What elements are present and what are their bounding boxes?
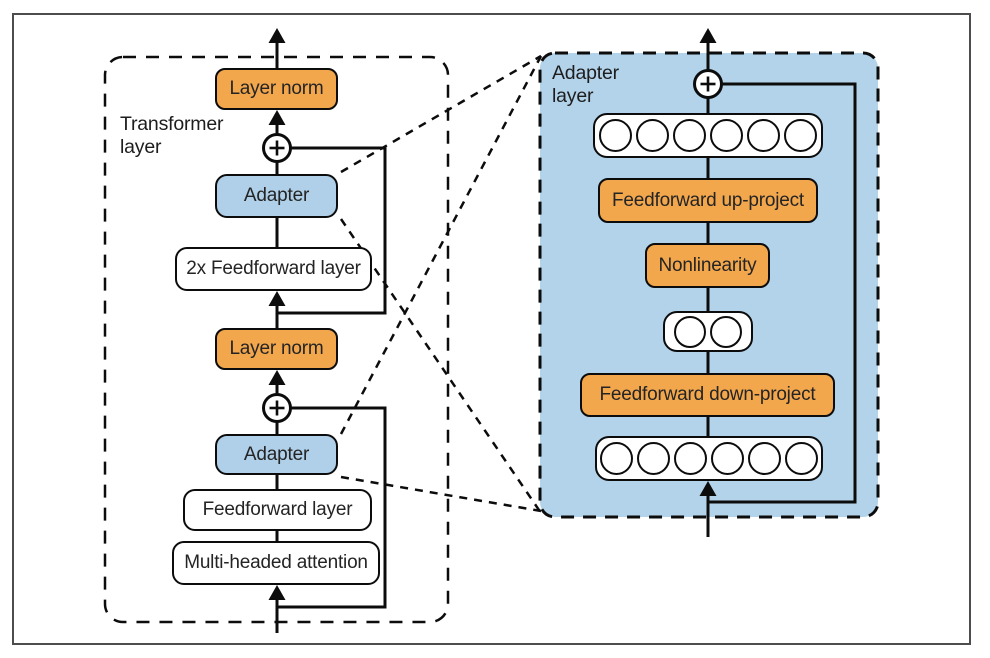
unit-circle xyxy=(674,442,707,475)
unit-circle xyxy=(711,442,744,475)
arrow-into-layer-norm-bottom xyxy=(268,370,286,385)
unit-circle xyxy=(710,119,743,152)
adapter-output-units-row xyxy=(593,113,823,158)
arrow-into-adapter-input xyxy=(699,481,717,496)
unit-circle xyxy=(600,442,633,475)
adapter-panel-label: Adapter layer xyxy=(552,62,619,107)
layer-norm-top-block: Layer norm xyxy=(215,68,338,110)
callout-line-bottom-adapter-to-panel-top xyxy=(339,55,543,435)
unit-circle xyxy=(673,119,706,152)
unit-circle xyxy=(748,442,781,475)
transformer-panel-label: Transformer layer xyxy=(120,113,224,158)
unit-circle xyxy=(710,315,742,348)
flow-arrowheads xyxy=(268,28,717,600)
skip-connections xyxy=(277,82,857,609)
skip-connection-adapter xyxy=(708,82,857,504)
adapter-input-units-row xyxy=(595,436,823,481)
nonlinearity-block: Nonlinearity xyxy=(645,243,770,288)
add-icon xyxy=(262,393,292,423)
arrow-into-feedforward-2x xyxy=(268,291,286,306)
adapter-bottom-block: Adapter xyxy=(215,434,338,475)
feedforward-block: Feedforward layer xyxy=(183,489,372,531)
add-nodes xyxy=(262,69,723,423)
layer-norm-bottom-block: Layer norm xyxy=(215,328,338,370)
unit-circle xyxy=(674,315,706,348)
arrow-up-adapter-output xyxy=(699,28,717,43)
unit-circle xyxy=(637,442,670,475)
callout-lines xyxy=(339,54,543,514)
unit-circle xyxy=(784,119,817,152)
adapter-bottleneck-units-row xyxy=(663,311,753,352)
add-icon xyxy=(262,133,292,163)
unit-circle xyxy=(747,119,780,152)
figure-frame xyxy=(12,13,971,645)
unit-circle xyxy=(785,442,818,475)
feedforward-up-project-block: Feedforward up-project xyxy=(598,178,818,223)
feedforward-2x-block: 2x Feedforward layer xyxy=(175,247,372,291)
skip-connection-top xyxy=(277,146,387,315)
arrow-into-attention xyxy=(268,585,286,600)
callout-line-bottom-adapter-to-panel-bottom xyxy=(340,475,542,513)
feedforward-down-project-block: Feedforward down-project xyxy=(580,373,835,417)
skip-connection-bottom xyxy=(277,406,387,609)
multi-headed-attention-block: Multi-headed attention xyxy=(172,541,380,585)
unit-circle xyxy=(636,119,669,152)
adapter-top-block: Adapter xyxy=(215,174,338,218)
arrow-up-output xyxy=(268,28,286,43)
unit-circle xyxy=(599,119,632,152)
add-icon xyxy=(693,69,723,99)
arrow-into-layer-norm-top xyxy=(268,110,286,125)
